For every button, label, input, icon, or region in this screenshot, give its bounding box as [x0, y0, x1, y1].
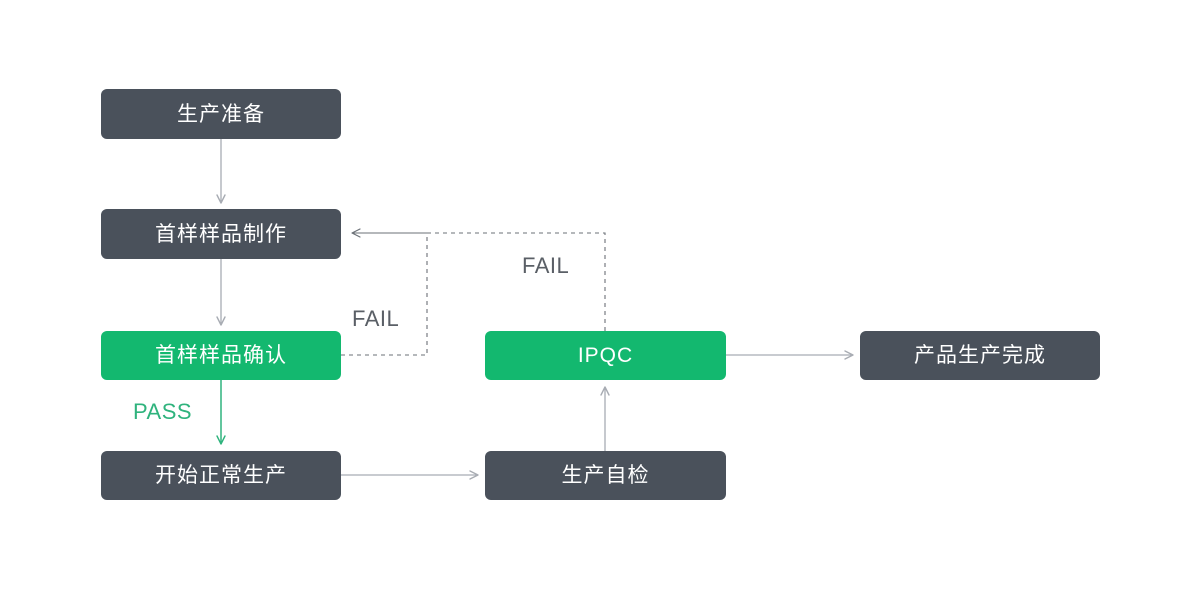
edge-label-fail-confirm: FAIL [352, 306, 400, 331]
node-product-production-complete[interactable]: 产品生产完成 [860, 331, 1100, 380]
node-production-self-inspection[interactable]: 生产自检 [485, 451, 726, 500]
node-label: 首样样品确认 [155, 344, 287, 367]
node-production-preparation[interactable]: 生产准备 [101, 89, 341, 139]
node-label: 生产准备 [177, 102, 265, 126]
edge-label-fail-ipqc: FAIL [522, 253, 570, 278]
node-first-sample-confirmation[interactable]: 首样样品确认 [101, 331, 341, 380]
node-label: 首样样品制作 [155, 222, 287, 246]
edge-label-pass-confirm: PASS [133, 399, 193, 424]
node-start-normal-production[interactable]: 开始正常生产 [101, 451, 341, 500]
node-label: 产品生产完成 [914, 344, 1046, 367]
node-label: 开始正常生产 [155, 464, 287, 487]
node-label: 生产自检 [561, 464, 650, 487]
edge-confirm-to-sample-fail [341, 228, 428, 356]
node-first-sample-making[interactable]: 首样样品制作 [101, 209, 341, 259]
node-ipqc[interactable]: IPQC [485, 331, 726, 380]
node-label: IPQC [577, 344, 634, 367]
